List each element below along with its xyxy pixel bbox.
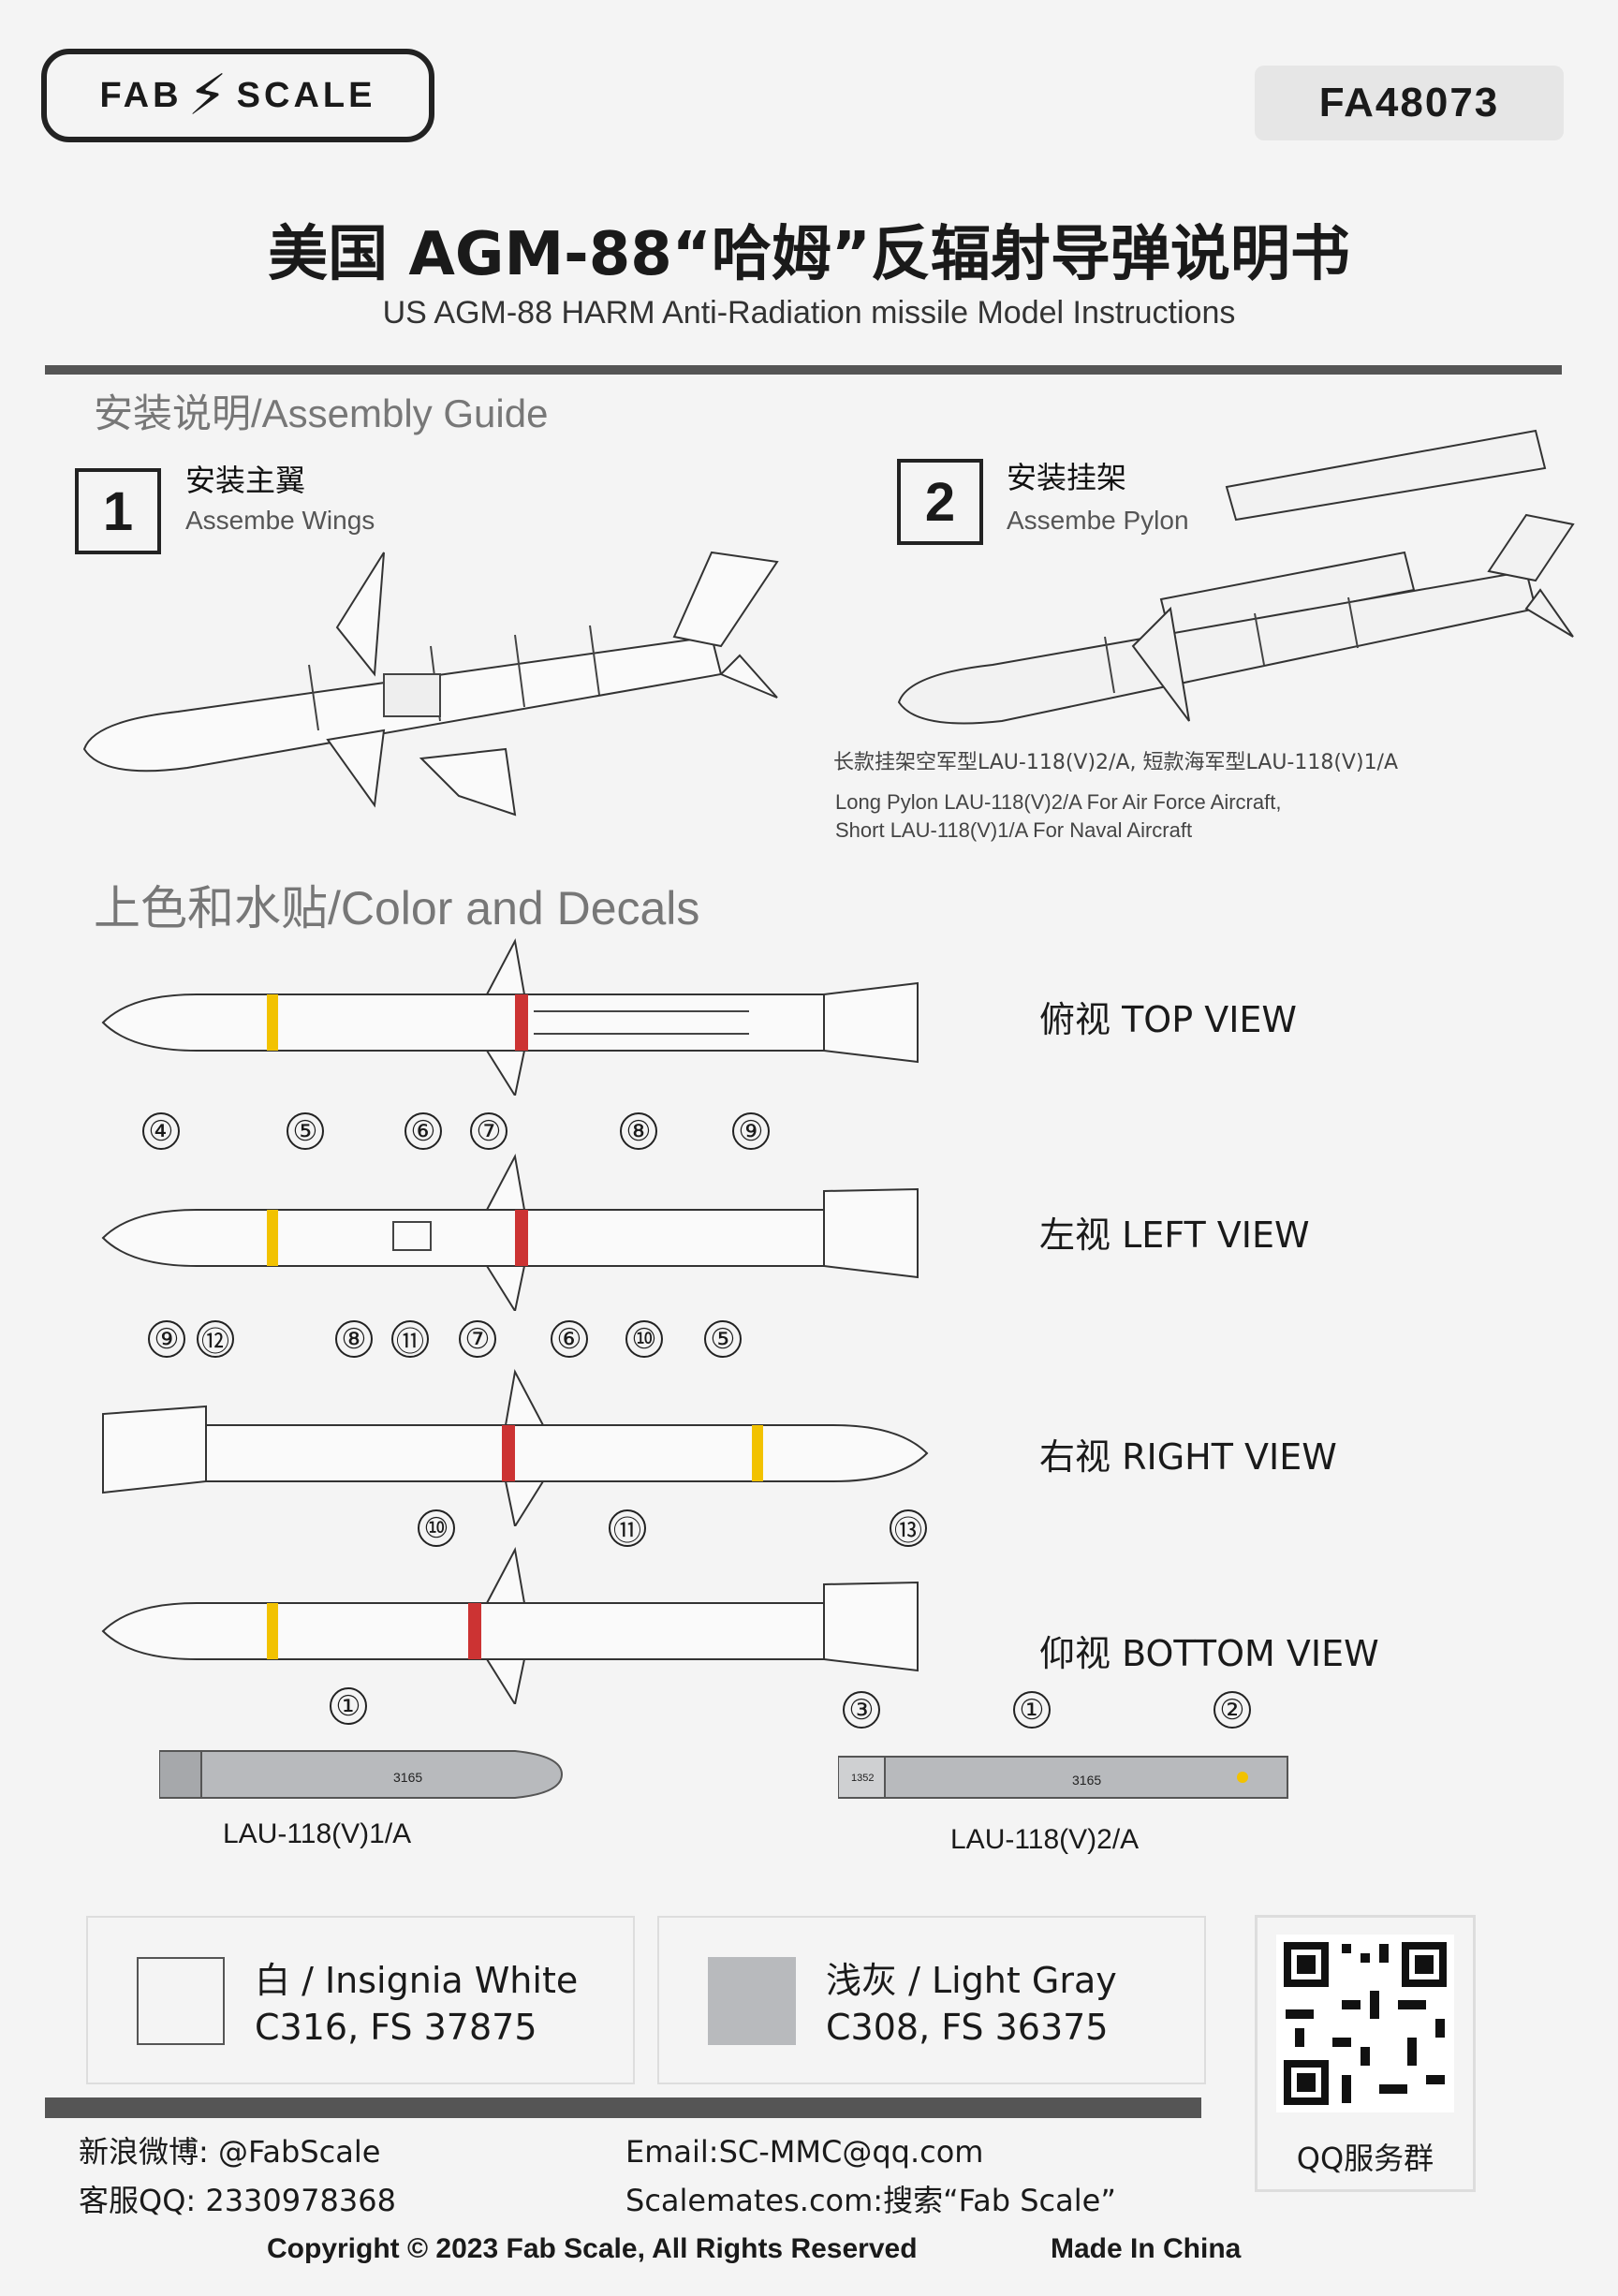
- pylon-note-en-2: Short LAU-118(V)1/A For Naval Aircraft: [835, 818, 1193, 842]
- title-english: US AGM-88 HARM Anti-Radiation missile Mo…: [382, 295, 1236, 331]
- color-gray-name: 浅灰 / Light Gray: [826, 1960, 1117, 2001]
- callout-7: ⑦: [470, 1112, 507, 1150]
- callout-1: ①: [330, 1687, 367, 1725]
- step2-number: 2: [897, 459, 983, 545]
- step2-pylon-missile-illustration: [897, 429, 1575, 725]
- top-view-label: 俯视 TOP VIEW: [1039, 999, 1297, 1040]
- contact-scalemates[interactable]: Scalemates.com:搜索“Fab Scale”: [625, 2183, 1116, 2218]
- callout-7b: ⑦: [459, 1320, 496, 1358]
- product-code: FA48073: [1255, 66, 1564, 140]
- callout-2: ②: [1214, 1691, 1251, 1729]
- pylon-note-cn: 长款挂架空军型LAU-118(V)2/A, 短款海军型LAU-118(V)1/A: [833, 751, 1399, 774]
- color-white-swatch: [137, 1957, 225, 2045]
- pylon-code-3: 3165: [1072, 1773, 1101, 1788]
- callout-6b: ⑥: [551, 1320, 588, 1358]
- lau-118-v2-pylon: 1352 3165: [838, 1756, 1288, 1799]
- fab-scale-logo: FAB ⚡ SCALE: [41, 49, 434, 142]
- assembly-heading: 安装说明/Assembly Guide: [94, 391, 549, 435]
- pylon-code-2: 1352: [851, 1773, 874, 1784]
- callout-5b: ⑤: [704, 1320, 742, 1358]
- callout-6: ⑥: [404, 1112, 442, 1150]
- color-gray-swatch: [708, 1957, 796, 2045]
- step2-title-en: Assembe Pylon: [1007, 506, 1189, 535]
- step2-title-cn: 安装挂架: [1007, 460, 1127, 495]
- color-gray-panel: 浅灰 / Light Gray C308, FS 36375: [657, 1916, 1206, 2084]
- left-view-missile: [101, 1153, 919, 1311]
- lightning-bolt-icon: ⚡: [187, 64, 231, 126]
- lau-118-v2-label: LAU-118(V)2/A: [950, 1824, 1140, 1855]
- callout-10: ⑩: [625, 1320, 663, 1358]
- pylon-code-1: 3165: [393, 1770, 422, 1785]
- pylon-note-en-1: Long Pylon LAU-118(V)2/A For Air Force A…: [835, 790, 1282, 814]
- right-view-missile: [102, 1368, 929, 1526]
- color-white-code: C316, FS 37875: [255, 2007, 537, 2048]
- callout-4: ④: [142, 1112, 180, 1150]
- contact-qq: 客服QQ: 2330978368: [79, 2183, 396, 2218]
- logo-text-scale: SCALE: [236, 75, 376, 115]
- contact-divider: [45, 2097, 1201, 2118]
- top-view-missile: [101, 937, 919, 1096]
- callout-9: ⑨: [732, 1112, 770, 1150]
- step1-missile-illustration: [82, 551, 779, 817]
- callout-9b: ⑨: [148, 1320, 185, 1358]
- copyright: Copyright © 2023 Fab Scale, All Rights R…: [267, 2233, 918, 2264]
- lau-118-v1-pylon: 3165: [159, 1750, 564, 1799]
- bottom-view-missile: [101, 1546, 919, 1704]
- step1-title-en: Assembe Wings: [185, 506, 375, 535]
- color-white-name: 白 / Insignia White: [255, 1960, 579, 2001]
- callout-8b: ⑧: [335, 1320, 373, 1358]
- title-chinese: 美国 AGM-88“哈姆”反辐射导弹说明书: [268, 220, 1350, 289]
- callout-1b: ①: [1013, 1691, 1051, 1729]
- callout-8: ⑧: [620, 1112, 657, 1150]
- callout-11b: ⑪: [609, 1509, 646, 1547]
- qr-code-icon[interactable]: [1276, 1935, 1454, 2112]
- header-divider: [45, 365, 1562, 375]
- right-view-label: 右视 RIGHT VIEW: [1039, 1436, 1337, 1478]
- color-gray-code: C308, FS 36375: [826, 2007, 1109, 2048]
- callout-3: ③: [843, 1691, 880, 1729]
- contact-email[interactable]: Email:SC-MMC@qq.com: [625, 2134, 984, 2170]
- callout-12: ⑫: [197, 1320, 234, 1358]
- lau-118-v1-label: LAU-118(V)1/A: [223, 1818, 412, 1849]
- decals-heading: 上色和水贴/Color and Decals: [94, 882, 700, 935]
- qr-code-panel: QQ服务群: [1255, 1915, 1476, 2192]
- qr-label: QQ服务群: [1296, 2141, 1434, 2176]
- step1-number: 1: [75, 468, 161, 554]
- callout-10b: ⑩: [418, 1509, 455, 1547]
- logo-text-fab: FAB: [99, 75, 183, 115]
- made-in-china: Made In China: [1051, 2233, 1242, 2264]
- color-white-panel: 白 / Insignia White C316, FS 37875: [86, 1916, 635, 2084]
- step1-title-cn: 安装主翼: [185, 463, 306, 498]
- left-view-label: 左视 LEFT VIEW: [1039, 1214, 1310, 1256]
- bottom-view-label: 仰视 BOTTOM VIEW: [1039, 1633, 1379, 1674]
- callout-11: ⑪: [391, 1320, 429, 1358]
- callout-13: ⑬: [890, 1509, 927, 1547]
- contact-weibo: 新浪微博: @FabScale: [79, 2134, 381, 2170]
- callout-5: ⑤: [287, 1112, 324, 1150]
